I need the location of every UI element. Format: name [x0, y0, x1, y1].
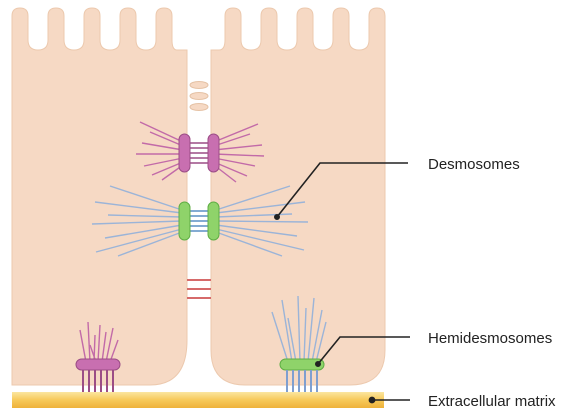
right-epithelial-cell: [211, 8, 385, 385]
ecm-leader-dot: [369, 397, 374, 402]
tight-junctions: [190, 82, 208, 111]
green-desmosome: [179, 202, 219, 240]
hemidesmosomes-leader-dot: [316, 362, 320, 366]
desmosomes-label: Desmosomes: [428, 156, 520, 173]
gap-junction-lines: [187, 280, 211, 298]
magenta-desmosome: [179, 134, 219, 172]
extracellular-matrix-band: [12, 392, 384, 408]
desmosomes-leader-dot: [275, 215, 279, 219]
hemidesmosomes-label: Hemidesmosomes: [428, 330, 552, 347]
extracellular-matrix-label: Extracellular matrix: [428, 393, 556, 410]
